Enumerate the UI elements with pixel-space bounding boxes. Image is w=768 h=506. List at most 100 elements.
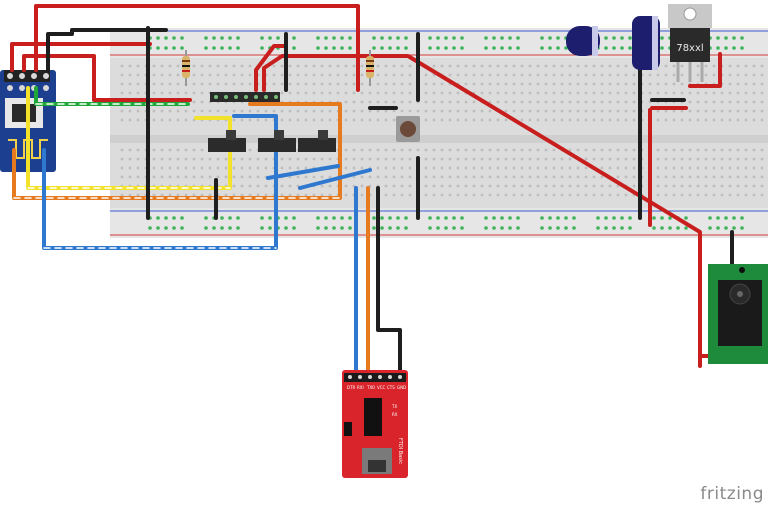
terminal-hole: [496, 157, 500, 161]
wire-orange[interactable]: [12, 102, 342, 200]
terminal-hole: [344, 193, 348, 197]
terminal-hole: [720, 166, 724, 170]
terminal-hole: [488, 82, 492, 86]
terminal-hole: [520, 118, 524, 122]
terminal-hole: [312, 73, 316, 77]
rail-hole: [612, 226, 616, 230]
terminal-hole: [712, 64, 716, 68]
wire-black-esp-gnd[interactable]: [46, 28, 168, 72]
terminal-hole: [544, 166, 548, 170]
voltage-regulator[interactable]: 78xxl: [668, 4, 712, 82]
terminal-hole: [728, 148, 732, 152]
terminal-hole: [440, 100, 444, 104]
terminal-hole: [384, 82, 388, 86]
slide-switch-3-knob: [318, 130, 328, 140]
terminal-hole: [600, 118, 604, 122]
rail-hole: [500, 46, 504, 50]
rail-hole: [164, 226, 168, 230]
terminal-hole: [528, 118, 532, 122]
rail-hole: [396, 226, 400, 230]
terminal-hole: [176, 109, 180, 113]
terminal-hole: [496, 118, 500, 122]
terminal-hole: [712, 157, 716, 161]
resistor-left-band-2: [182, 65, 190, 67]
rail-hole: [180, 36, 184, 40]
resistor-left[interactable]: [182, 50, 190, 86]
esp-pin-6: [19, 85, 25, 91]
terminal-hole: [408, 175, 412, 179]
terminal-hole: [672, 118, 676, 122]
terminal-hole: [568, 73, 572, 77]
terminal-hole: [176, 175, 180, 179]
terminal-hole: [432, 82, 436, 86]
wire-blue-short[interactable]: [266, 164, 340, 180]
wire-black-ftdi-gnd[interactable]: [376, 186, 402, 378]
wire-red-top-loop[interactable]: [34, 4, 360, 92]
terminal-hole: [592, 175, 596, 179]
resistor-right[interactable]: [366, 50, 374, 86]
terminal-hole: [608, 184, 612, 188]
ftdi-basic-board: DTR RXI TXO VCC CTS GND TX RX FTDI Basic: [342, 370, 408, 478]
wire-red-esp-vcc[interactable]: [10, 42, 152, 72]
wire-red-regulator-out[interactable]: [688, 52, 722, 88]
rail-hole: [452, 46, 456, 50]
terminal-hole: [192, 91, 196, 95]
terminal-hole: [320, 91, 324, 95]
rail-hole: [332, 226, 336, 230]
terminal-hole: [184, 193, 188, 197]
rail-hole: [548, 216, 552, 220]
terminal-hole: [456, 118, 460, 122]
rail-hole: [716, 46, 720, 50]
terminal-hole: [184, 166, 188, 170]
terminal-hole: [200, 100, 204, 104]
terminal-hole: [128, 166, 132, 170]
slide-switch-3-body: [298, 138, 336, 152]
terminal-hole: [584, 184, 588, 188]
terminal-hole: [120, 157, 124, 161]
terminal-hole: [616, 157, 620, 161]
terminal-hole: [496, 175, 500, 179]
usb-mini-connector-icon[interactable]: [362, 448, 392, 474]
terminal-hole: [624, 91, 628, 95]
terminal-hole: [656, 148, 660, 152]
terminal-hole: [288, 184, 292, 188]
rail-hole: [724, 216, 728, 220]
terminal-hole: [512, 166, 516, 170]
wire-red-diagonal-jack[interactable]: [262, 54, 702, 368]
terminal-hole: [752, 73, 756, 77]
wire-red-esp-ch-pd[interactable]: [22, 54, 192, 102]
terminal-hole: [416, 148, 420, 152]
terminal-hole: [520, 175, 524, 179]
rail-hole: [452, 226, 456, 230]
terminal-hole: [288, 64, 292, 68]
terminal-hole: [240, 193, 244, 197]
rail-hole: [228, 226, 232, 230]
slide-switch-icon[interactable]: [208, 130, 336, 152]
dc-jack-icon[interactable]: [708, 264, 768, 364]
terminal-hole: [120, 91, 124, 95]
rail-hole: [172, 226, 176, 230]
push-button-icon[interactable]: [396, 116, 420, 142]
terminal-hole: [592, 91, 596, 95]
capacitor-icon[interactable]: [566, 16, 660, 70]
terminal-hole: [744, 148, 748, 152]
terminal-hole: [536, 193, 540, 197]
wire-red-header-a[interactable]: [254, 44, 288, 92]
rail-hole: [540, 226, 544, 230]
terminal-hole: [384, 157, 388, 161]
terminal-hole: [584, 148, 588, 152]
rail-hole: [732, 36, 736, 40]
terminal-hole: [480, 148, 484, 152]
terminal-hole: [448, 100, 452, 104]
terminal-hole: [192, 82, 196, 86]
rail-hole: [260, 36, 264, 40]
rail-hole: [260, 46, 264, 50]
terminal-hole: [280, 193, 284, 197]
terminal-hole: [616, 166, 620, 170]
wire-blue-short-2[interactable]: [298, 168, 372, 190]
terminal-hole: [464, 193, 468, 197]
terminal-hole: [344, 184, 348, 188]
rail-hole: [556, 216, 560, 220]
terminal-hole: [256, 166, 260, 170]
terminal-hole: [216, 82, 220, 86]
